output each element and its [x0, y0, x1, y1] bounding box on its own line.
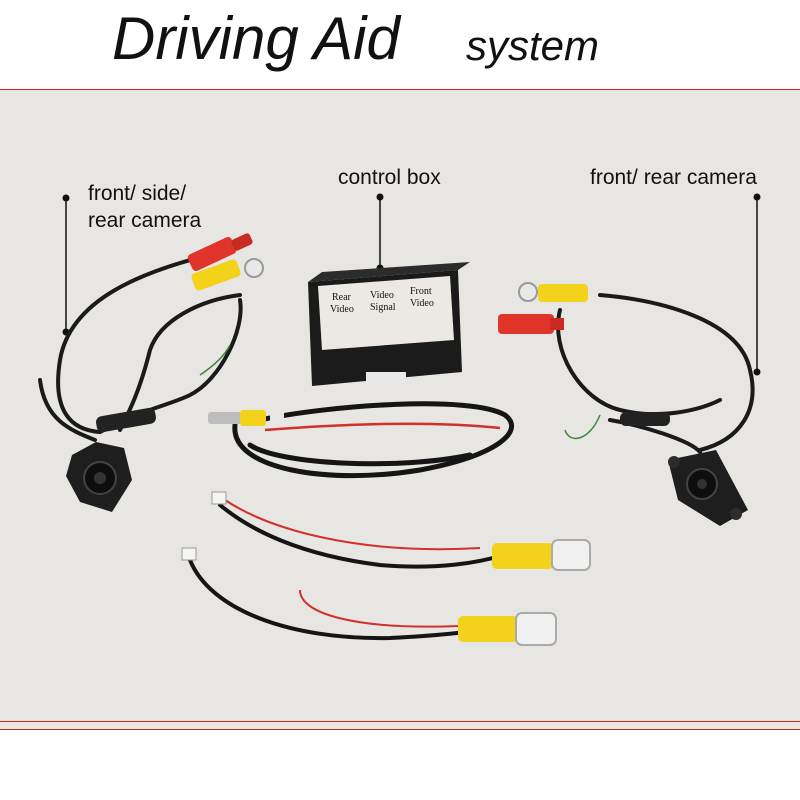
box-label-front: Front [410, 286, 432, 297]
right-ground-wire [564, 414, 601, 440]
right-camera-cable [556, 293, 755, 454]
title-banner: Driving Aid system [0, 0, 800, 88]
left-rca-red-connector [187, 233, 253, 271]
control-box [308, 262, 470, 386]
center-rca-plug [208, 410, 284, 426]
left-rca-yellow-connector [191, 258, 264, 291]
frame-bottom-line-1 [0, 721, 800, 722]
product-photo [0, 90, 800, 730]
right-camera-body [620, 412, 748, 526]
lower-connector-white-2 [181, 547, 197, 561]
label-left-camera-line2: rear camera [88, 209, 202, 232]
box-label-signal: Signal [370, 302, 396, 313]
leader-dot [376, 193, 384, 201]
leader-dot [753, 193, 761, 201]
label-control-box: control box [338, 166, 441, 189]
lower-red-wire-2 [299, 589, 461, 628]
lower-rca-yellow-1 [492, 539, 591, 571]
box-label-front-video: Video [410, 298, 434, 309]
center-coil-cable [232, 401, 514, 479]
box-label-video: Video [370, 290, 394, 301]
label-left-camera: front/ side/ rear camera [88, 180, 201, 234]
box-label-rear: Rear [332, 292, 352, 303]
title-main: Driving Aid [112, 5, 400, 72]
lower-red-wire-1 [224, 499, 481, 551]
control-box-panel-text: Rear Video Video Signal Front Video [330, 286, 434, 315]
frame-top-line-1 [0, 89, 800, 90]
title-sub: system [466, 22, 600, 69]
leader-dot [62, 194, 70, 202]
leader-lines [65, 198, 758, 372]
left-camera-body [66, 407, 156, 512]
lower-cable-1 [218, 503, 502, 569]
left-ground-wire [199, 344, 231, 376]
lower-rca-yellow-2 [458, 612, 557, 646]
center-red-wire [264, 422, 501, 432]
right-rca-yellow-connector [518, 282, 588, 302]
box-label-rear-video: Video [330, 304, 354, 315]
lower-connector-white-1 [211, 491, 227, 505]
control-box-port [366, 372, 406, 384]
label-right-camera: front/ rear camera [590, 166, 757, 189]
label-left-camera-line1: front/ side/ [88, 182, 187, 205]
right-rca-red-connector [498, 314, 564, 334]
frame-bottom-line-2 [0, 729, 800, 730]
leader-dot [753, 368, 761, 376]
lower-cable-2 [188, 558, 467, 641]
